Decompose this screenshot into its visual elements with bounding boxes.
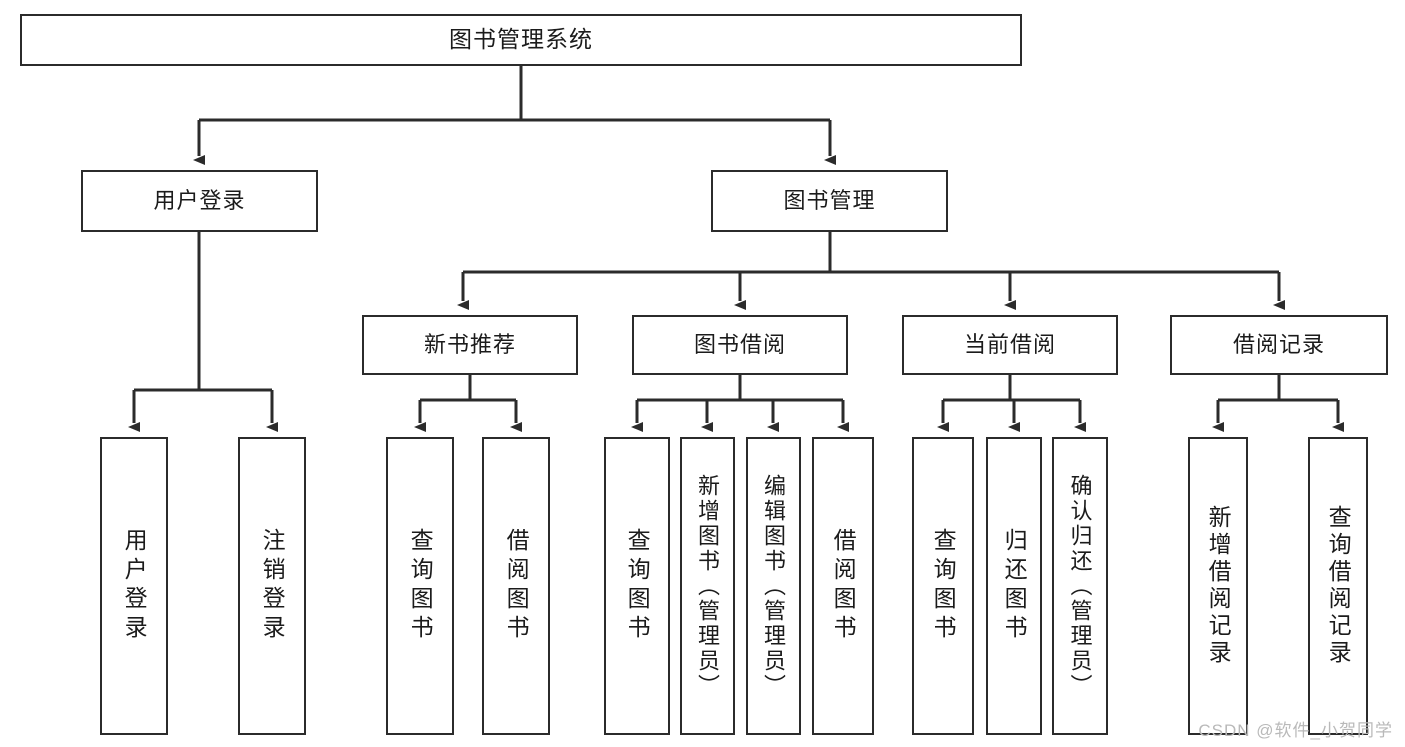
node-label: 新增图书（管理员） [695,473,721,699]
node-leaf-query-borrow-record[interactable]: 查询借阅记录 [1308,437,1368,735]
node-label: 查询图书 [624,528,651,644]
node-label: 查询图书 [930,528,957,644]
node-leaf-edit-book-admin[interactable]: 编辑图书（管理员） [746,437,801,735]
node-label: 新增借阅记录 [1205,505,1232,667]
node-label: 用户登录 [121,528,148,644]
node-book-management[interactable]: 图书管理 [711,170,948,232]
node-label: 借阅图书 [503,528,530,644]
node-label: 查询借阅记录 [1325,505,1352,667]
node-user-login[interactable]: 用户登录 [81,170,318,232]
node-leaf-borrow-book-newbook[interactable]: 借阅图书 [482,437,550,735]
node-leaf-query-book-newbook[interactable]: 查询图书 [386,437,454,735]
node-label: 注销登录 [259,528,286,644]
node-label: 编辑图书（管理员） [761,473,787,699]
node-label: 图书借阅 [693,331,786,357]
node-leaf-add-borrow-record[interactable]: 新增借阅记录 [1188,437,1248,735]
node-root-book-management-system[interactable]: 图书管理系统 [20,14,1022,66]
node-label: 用户登录 [153,187,246,213]
node-leaf-add-book-admin[interactable]: 新增图书（管理员） [680,437,735,735]
node-leaf-query-book-current[interactable]: 查询图书 [912,437,974,735]
node-label: 借阅图书 [830,528,857,644]
node-label: 借阅记录 [1232,331,1325,357]
node-leaf-user-login[interactable]: 用户登录 [100,437,168,735]
node-leaf-confirm-return-admin[interactable]: 确认归还（管理员） [1052,437,1108,735]
node-label: 图书管理 [783,187,876,213]
node-label: 新书推荐 [423,331,516,357]
node-current-borrow[interactable]: 当前借阅 [902,315,1118,375]
node-leaf-logout[interactable]: 注销登录 [238,437,306,735]
node-borrow-record[interactable]: 借阅记录 [1170,315,1388,375]
node-new-book-recommend[interactable]: 新书推荐 [362,315,578,375]
node-leaf-lend-book[interactable]: 借阅图书 [812,437,874,735]
node-book-borrow[interactable]: 图书借阅 [632,315,848,375]
node-label: 查询图书 [407,528,434,644]
node-label: 图书管理系统 [449,26,593,53]
watermark-text: CSDN @软件_小贺同学 [1198,721,1393,740]
node-leaf-query-book-borrow[interactable]: 查询图书 [604,437,670,735]
node-label: 归还图书 [1001,528,1028,644]
node-leaf-return-book[interactable]: 归还图书 [986,437,1042,735]
node-label: 确认归还（管理员） [1067,473,1093,699]
node-label: 当前借阅 [963,331,1056,357]
